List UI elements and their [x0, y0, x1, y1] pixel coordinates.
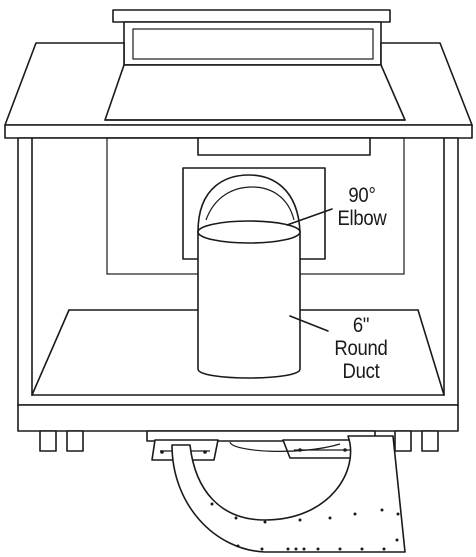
elbow-fitting	[197, 174, 301, 233]
hood-rim-band	[4, 124, 473, 139]
duct-callout: 6" Round Duct	[321, 314, 400, 383]
blower-opening	[197, 137, 371, 156]
duct-leader-line	[289, 315, 329, 332]
top-cap	[112, 9, 391, 66]
duct-callout-line1: 6"	[352, 314, 370, 337]
hood-upper-body	[4, 42, 473, 126]
elbow-callout: 90° Elbow	[323, 184, 400, 230]
elbow-leader-line	[286, 208, 333, 226]
round-duct	[197, 220, 301, 379]
blower-scroll-housing	[171, 435, 406, 553]
elbow-callout-line1: 90°	[348, 184, 376, 207]
duct-callout-line3: Duct	[342, 360, 380, 383]
elbow-callout-line2: Elbow	[337, 207, 387, 230]
duct-callout-line2: Round	[334, 337, 388, 360]
